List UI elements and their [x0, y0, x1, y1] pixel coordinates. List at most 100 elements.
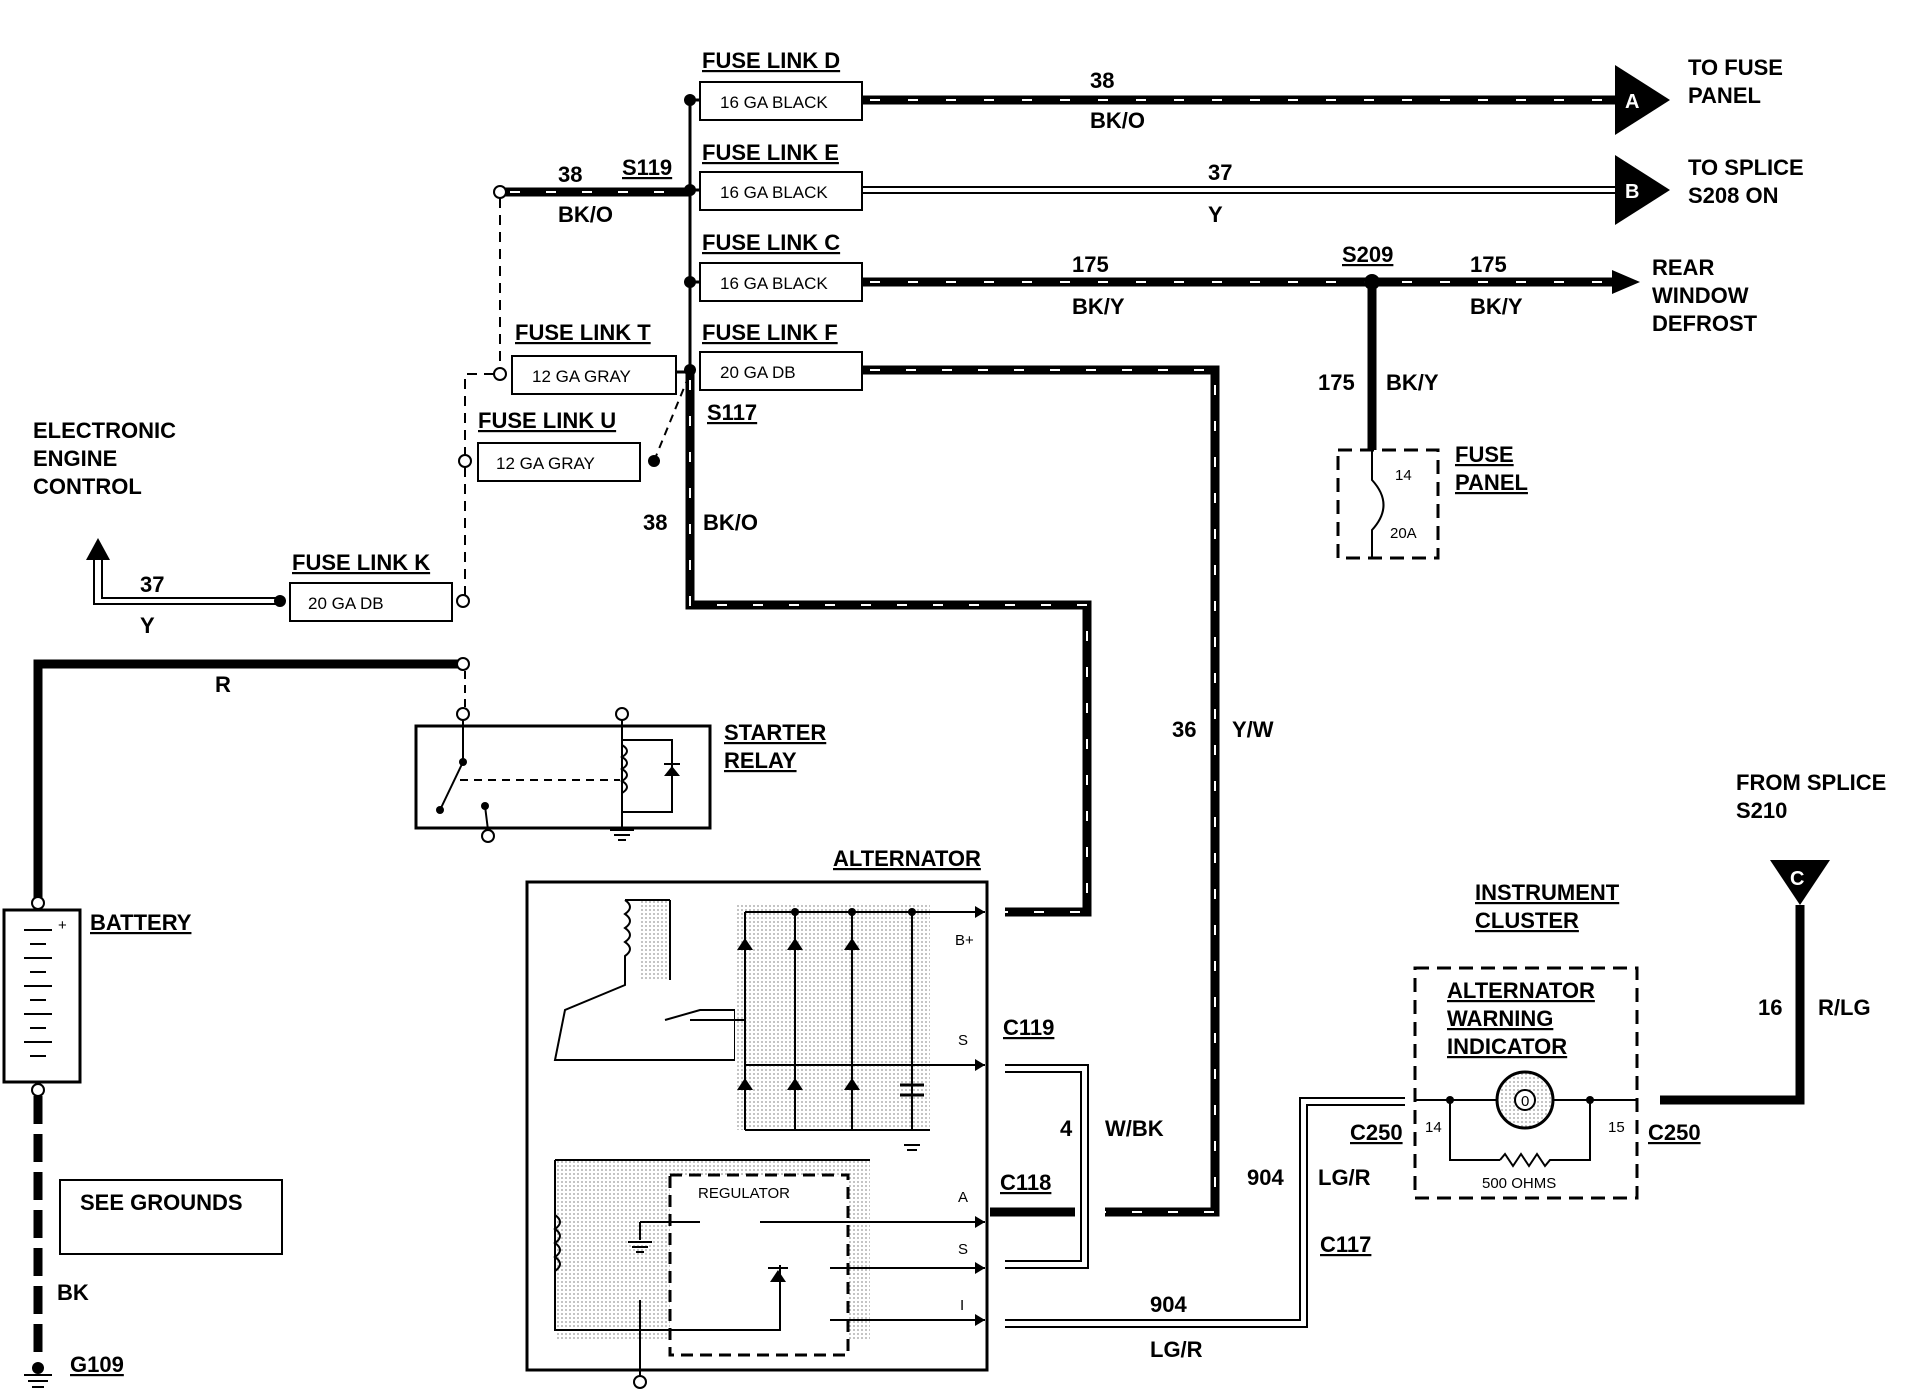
regulator-label: REGULATOR: [698, 1185, 790, 1202]
connector-a-arrow: [1615, 65, 1670, 135]
to-fuse-panel-2: PANEL: [1688, 83, 1761, 108]
fuse-link-e-label: FUSE LINK E: [702, 140, 839, 165]
wire-904-lgr: [1005, 1097, 1405, 1321]
wire-wbk-color: W/BK: [1105, 1116, 1164, 1141]
wire-38-bko-alternator: [685, 370, 1092, 917]
wire-16-rlg: [1660, 905, 1805, 1105]
wire-fp-number: 175: [1318, 370, 1355, 395]
wire-s119-color: BK/O: [558, 202, 613, 227]
see-grounds-box: [59, 1179, 283, 1255]
rear-window-2: WINDOW: [1652, 283, 1749, 308]
wire-s119-number: 38: [558, 162, 582, 187]
wire-r-color: R: [215, 672, 231, 697]
alt-terminal-s2: S: [958, 1241, 968, 1258]
fuse-link-e-spec: 16 GA BLACK: [720, 183, 828, 202]
wire-wbk-number: 4: [1060, 1116, 1073, 1141]
resistor-label: 500 OHMS: [1482, 1175, 1556, 1192]
splice-s117-label: S117: [707, 400, 757, 425]
starter-relay-box: [414, 724, 712, 830]
fuse-link-e-box: [699, 171, 863, 211]
connector-c117-label: C117: [1320, 1232, 1371, 1257]
eec-label-3: CONTROL: [33, 474, 142, 499]
wire-4-wbk: [1005, 1064, 1089, 1269]
wire-yw-color: Y/W: [1232, 717, 1274, 742]
regulator-diode: [770, 1270, 786, 1282]
fuse-link-f-box: [699, 351, 863, 391]
fuse-link-t-label: FUSE LINK T: [515, 320, 651, 345]
connector-c250-right-label: C250: [1648, 1120, 1701, 1145]
splice-s209-label: S209: [1342, 242, 1393, 267]
battery-label: BATTERY: [90, 910, 192, 935]
wire-37-y-eec: [101, 560, 280, 599]
wire-rlg-color: R/LG: [1818, 995, 1871, 1020]
wire-lgr-color: LG/R: [1150, 1337, 1203, 1362]
fuse-link-k-box: [289, 582, 453, 622]
rectifier-shaded: [735, 905, 930, 1130]
starter-relay-label-2: RELAY: [724, 748, 797, 773]
wire-d-number: 38: [1090, 68, 1114, 93]
pin-15-label: 15: [1608, 1119, 1625, 1136]
instrument-cluster-box: [1413, 966, 1639, 1200]
connector-b-label: B: [1625, 181, 1639, 203]
eec-arrow: [86, 538, 110, 560]
bulb-label: 0: [1521, 1093, 1529, 1110]
to-fuse-panel-1: TO FUSE: [1688, 55, 1783, 80]
fuse-panel-box: [1336, 448, 1440, 560]
rectifier-diodes: [737, 938, 860, 1090]
battery-plus: +: [58, 917, 67, 934]
fuse-link-c-label: FUSE LINK C: [702, 230, 840, 255]
alt-terminal-a: A: [958, 1189, 968, 1206]
wire-e-number: 37: [1208, 160, 1232, 185]
wire-bk-color: BK: [57, 1280, 89, 1305]
wire-c2-number: 175: [1470, 252, 1507, 277]
alt-terminal-i: I: [960, 1297, 964, 1314]
rear-window-1: REAR: [1652, 255, 1714, 280]
fuse-14-number: 14: [1395, 467, 1412, 484]
wire-c-number: 175: [1072, 252, 1109, 277]
fuse-link-d-spec: 16 GA BLACK: [720, 93, 828, 112]
stator-winding: [553, 899, 736, 1061]
fuse-link-t-box: [511, 355, 677, 395]
wire-lgr2-color: LG/R: [1318, 1165, 1371, 1190]
awi-label-3: INDICATOR: [1447, 1034, 1567, 1059]
fuse-link-c-box: [699, 262, 863, 302]
alternator-box: [525, 880, 989, 1372]
wire-fp-color: BK/Y: [1386, 370, 1439, 395]
see-grounds-label: SEE GROUNDS: [80, 1190, 243, 1215]
instrument-cluster-label-1: INSTRUMENT: [1475, 880, 1620, 905]
fuse-link-t-spec: 12 GA GRAY: [532, 367, 631, 386]
fuse-panel-label-2: PANEL: [1455, 470, 1528, 495]
from-splice-2: S210: [1736, 798, 1787, 823]
rear-window-3: DEFROST: [1652, 311, 1758, 336]
ground-g109-label: G109: [70, 1352, 124, 1377]
fuse-link-u-box: [477, 442, 641, 482]
alt-terminal-s1: S: [958, 1032, 968, 1049]
rear-defrost-arrow: [1612, 270, 1640, 294]
wire-lgr-number: 904: [1150, 1292, 1187, 1317]
fuse-link-u-label: FUSE LINK U: [478, 408, 616, 433]
battery-box: [2, 908, 82, 1084]
fuse-link-f-label: FUSE LINK F: [702, 320, 838, 345]
resistor-500-ohms: [1499, 1100, 1591, 1168]
eec-label-1: ELECTRONIC: [33, 418, 176, 443]
fuse-link-f-spec: 20 GA DB: [720, 363, 796, 382]
connector-c250-left-label: C250: [1350, 1120, 1403, 1145]
fuse-14-symbol: [1371, 450, 1385, 558]
wire-r-battery: [33, 659, 463, 898]
starter-relay-label-1: STARTER: [724, 720, 826, 745]
fuse-link-k-label: FUSE LINK K: [292, 550, 430, 575]
connector-a-label: A: [1625, 91, 1639, 113]
wire-e-color: Y: [1208, 202, 1223, 227]
connector-c118-label: C118: [1000, 1170, 1051, 1195]
connector-b-arrow: [1615, 155, 1670, 225]
wire-rlg-number: 16: [1758, 995, 1782, 1020]
to-splice-1: TO SPLICE: [1688, 155, 1804, 180]
wire-bko-number: 38: [643, 510, 667, 535]
from-splice-1: FROM SPLICE: [1736, 770, 1886, 795]
wire-k-number: 37: [140, 572, 164, 597]
relay-diode: [664, 766, 680, 776]
connector-c119-label: C119: [1003, 1015, 1054, 1040]
alt-terminal-bplus: B+: [955, 932, 974, 949]
connector-c-arrow: [1770, 860, 1830, 905]
